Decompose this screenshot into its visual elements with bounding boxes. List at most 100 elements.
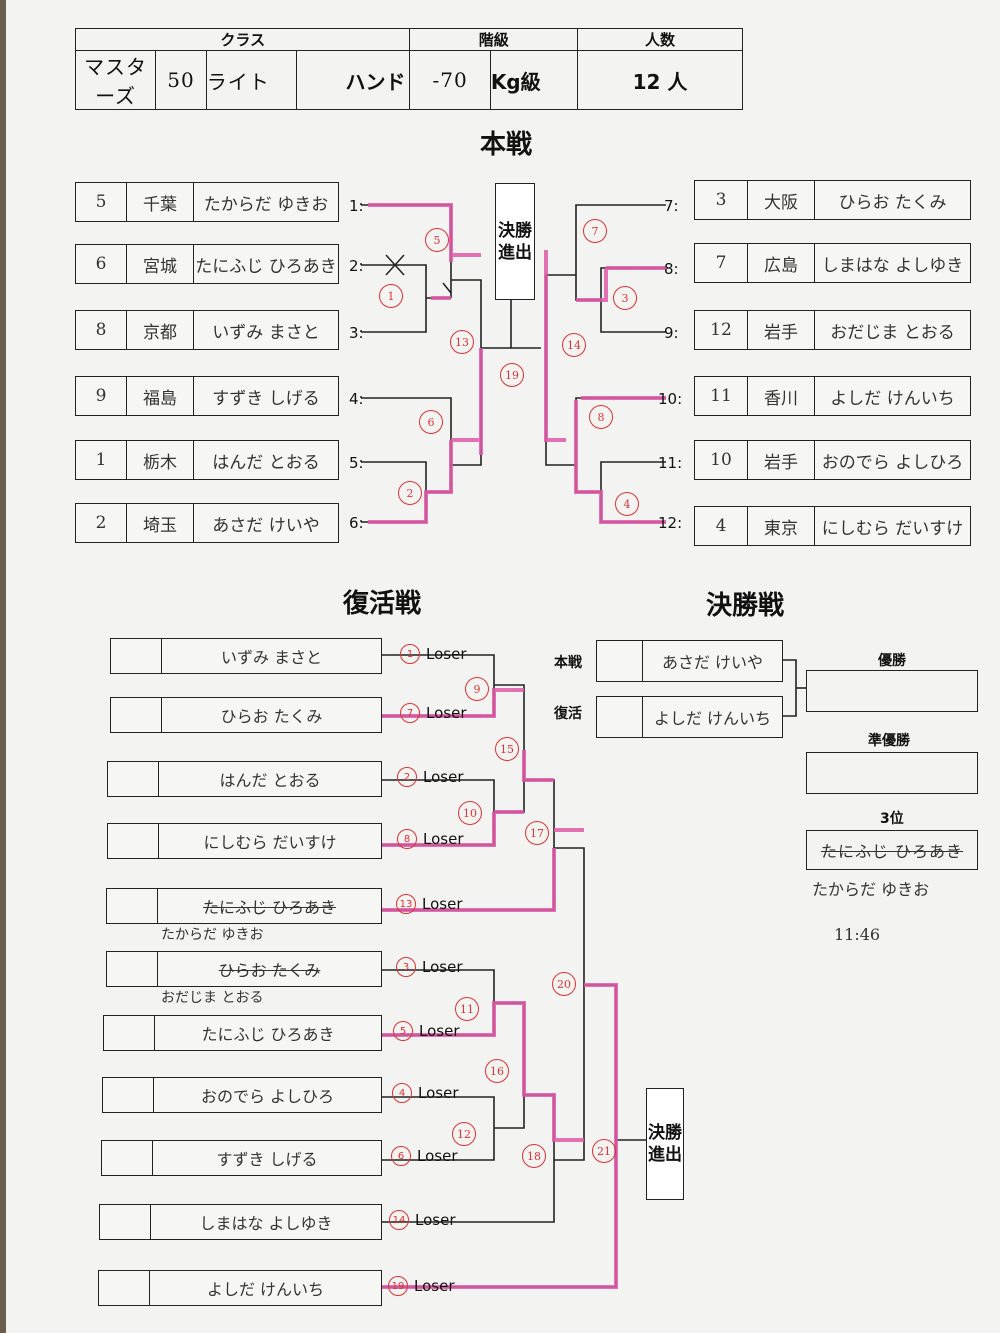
runner-box: [806, 752, 978, 794]
main-left-entry: 1 栃木 はんだ とおる: [75, 440, 339, 480]
match-number-circle: 7: [583, 219, 607, 243]
match-number-circle: 13: [450, 330, 474, 354]
time-note: 11:46: [834, 925, 881, 944]
entry-prefecture: 東京: [748, 507, 815, 545]
class-value-2: 50: [155, 50, 207, 110]
entry-name: たにふじ ひろあき: [195, 256, 337, 277]
match-number-circle: 11: [455, 997, 479, 1021]
final-rep-label: 復活: [554, 706, 582, 722]
entry-name: あさだ けいや: [212, 515, 320, 536]
repechage-entry-name: たにふじ ひろあき: [202, 898, 337, 917]
match-number-circle: 1: [379, 284, 403, 308]
slot-number: 8:: [664, 260, 679, 278]
repechage-entry-name: ひらお たくみ: [218, 961, 321, 980]
loser-label: Loser: [415, 1211, 456, 1229]
final-main-box: あさだ けいや: [596, 640, 783, 682]
repechage-entry: しまはな よしゆき: [99, 1204, 382, 1240]
entry-name: おのでら よしひろ: [821, 452, 964, 473]
count-value: 12 人: [576, 50, 744, 110]
match-number-circle: 16: [485, 1059, 509, 1083]
match-number-circle: 9: [465, 677, 489, 701]
repechage-entry: すずき しげる: [101, 1140, 382, 1176]
repechage-entry: おのでら よしひろ: [102, 1077, 382, 1113]
entry-prefecture: 岩手: [748, 441, 815, 479]
repechage-entry-name: おのでら よしひろ: [200, 1087, 335, 1106]
entry-seed: 6: [76, 245, 127, 283]
loser-ref-circle: 19: [388, 1276, 408, 1296]
entry-name: にしむら だいすけ: [821, 518, 964, 539]
class-value-3: ライト: [206, 50, 297, 110]
match-number-circle: 3: [613, 286, 637, 310]
bracket-lines: [361, 203, 806, 1289]
repechage-entry-name: たにふじ ひろあき: [201, 1025, 335, 1044]
slot-number: 1:: [349, 197, 364, 215]
main-final-box: 決勝進出: [495, 183, 535, 300]
match-number-circle: 20: [552, 972, 576, 996]
entry-prefecture: 宮城: [127, 245, 194, 283]
match-number-circle: 14: [562, 333, 586, 357]
class-value-4: ハンド: [296, 50, 411, 110]
final-main-label: 本戦: [554, 655, 582, 671]
main-right-entry: 3 大阪 ひらお たくみ: [694, 180, 971, 220]
main-right-entry: 4 東京 にしむら だいすけ: [694, 506, 971, 546]
repechage-entry-name: いずみ まさと: [220, 648, 323, 667]
entry-name: いずみ まさと: [212, 322, 320, 343]
slot-number: 9:: [664, 324, 679, 342]
match-number-circle: 6: [419, 410, 443, 434]
loser-label: Loser: [423, 830, 464, 848]
main-left-entry: 6 宮城 たにふじ ひろあき: [75, 244, 339, 284]
entry-name: ひらお たくみ: [838, 192, 947, 213]
loser-label: Loser: [426, 645, 467, 663]
loser-ref-circle: 4: [392, 1083, 412, 1103]
entry-seed: 12: [695, 311, 748, 349]
repechage-entry: はんだ とおる: [107, 761, 382, 797]
repechage-entry: よしだ けんいち: [98, 1270, 382, 1306]
slot-number: 10:: [658, 390, 683, 408]
entry-prefecture: 千葉: [127, 183, 194, 221]
match-number-circle: 17: [525, 821, 549, 845]
repechage-entry-name: ひらお たくみ: [220, 707, 323, 726]
repechage-entry: いずみ まさと: [110, 638, 382, 674]
main-left-entry: 8 京都 いずみ まさと: [75, 310, 339, 350]
slot-number: 6:: [349, 514, 364, 532]
slot-number: 12:: [658, 514, 683, 532]
repechage-entry-name: すずき しげる: [216, 1150, 318, 1169]
repechage-entry-name: はんだ とおる: [219, 771, 321, 790]
entry-prefecture: 栃木: [127, 441, 194, 479]
final-rep-name: よしだ けんいち: [653, 709, 772, 728]
repechage-entry: たにふじ ひろあき: [106, 888, 382, 924]
loser-label: Loser: [418, 1084, 459, 1102]
entry-seed: 9: [76, 377, 127, 415]
loser-label: Loser: [417, 1147, 458, 1165]
entry-seed: 8: [76, 311, 127, 349]
loser-ref-circle: 2: [397, 767, 417, 787]
loser-label: Loser: [422, 958, 463, 976]
slot-number: 3:: [349, 324, 364, 342]
runner-label: 準優勝: [868, 733, 910, 749]
entry-name: おだじま とおる: [830, 322, 955, 343]
weight-value: -70: [409, 50, 491, 110]
match-number-circle: 5: [425, 228, 449, 252]
match-number-circle: 15: [495, 737, 519, 761]
main-right-entry: 10 岩手 おのでら よしひろ: [694, 440, 971, 480]
loser-label: Loser: [426, 704, 467, 722]
loser-ref-circle: 7: [400, 703, 420, 723]
entry-seed: 4: [695, 507, 748, 545]
repechage-entry-name: よしだ けんいち: [206, 1280, 325, 1299]
main-title: 本戦: [480, 130, 533, 160]
entry-seed: 10: [695, 441, 748, 479]
loser-label: Loser: [419, 1022, 460, 1040]
entry-prefecture: 広島: [748, 244, 815, 282]
repechage-entry: にしむら だいすけ: [107, 823, 382, 859]
header-table: クラス 階級 人数 マスターズ 50 ライト ハンド -70 Kg級 12 人: [74, 28, 744, 110]
final-main-name: あさだ けいや: [661, 653, 764, 672]
final-rep-box: よしだ けんいち: [596, 696, 783, 738]
repechage-caption: おだじま とおる: [161, 990, 264, 1006]
repechage-entry-name: にしむら だいすけ: [203, 833, 337, 852]
entry-name: すずき しげる: [212, 388, 320, 409]
main-right-entry: 11 香川 よしだ けんいち: [694, 376, 971, 416]
final-title: 決勝戦: [706, 591, 785, 621]
slot-number: 11:: [658, 454, 683, 472]
loser-label: Loser: [422, 895, 463, 913]
tournament-sheet: { "header": { "class_label": "クラス", "wei…: [6, 0, 1000, 1333]
